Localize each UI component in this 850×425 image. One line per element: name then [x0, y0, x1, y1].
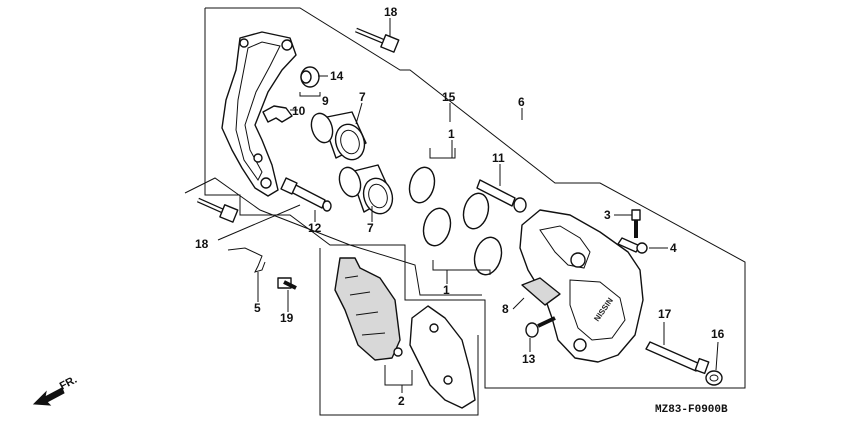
callout-1-lower: 1 — [443, 283, 450, 297]
callout-7-upper: 7 — [359, 90, 366, 104]
brake-pad-front — [334, 257, 403, 361]
bolt-18-left — [196, 197, 239, 223]
caliper-bracket — [221, 31, 297, 197]
callout-12: 12 — [308, 221, 322, 235]
pin-12 — [280, 177, 332, 212]
group-outline-6 — [204, 7, 746, 389]
plate-8 — [521, 277, 561, 306]
clip-10 — [262, 105, 293, 123]
callout-16: 16 — [711, 327, 725, 341]
seal-set-lower — [422, 207, 503, 276]
group-outline-15 — [184, 177, 482, 296]
brake-pad-rear — [409, 305, 476, 409]
callout-11: 11 — [492, 151, 505, 165]
callout-19: 19 — [280, 311, 294, 325]
callout-1-upper: 1 — [448, 127, 455, 141]
front-direction-label: FR. — [58, 374, 79, 393]
bleeder-13 — [525, 316, 556, 338]
callout-5: 5 — [254, 301, 261, 315]
group-outline-12 — [217, 204, 301, 241]
spring-5 — [227, 247, 266, 273]
front-direction-indicator: FR. — [32, 374, 79, 406]
bolt-19 — [277, 277, 297, 290]
boot-14 — [300, 66, 320, 88]
callout-18-left: 18 — [195, 237, 209, 251]
pin-17 — [645, 341, 710, 375]
plug-16 — [705, 370, 723, 386]
callout-15: 15 — [442, 90, 456, 104]
callout-9: 9 — [322, 94, 329, 108]
callout-18-top: 18 — [384, 5, 398, 19]
piston-7-upper — [310, 111, 367, 161]
bolt-18-top — [355, 27, 400, 53]
pin-11 — [476, 179, 527, 213]
callout-6: 6 — [518, 95, 525, 109]
cap-4 — [617, 237, 648, 254]
front-arrow-icon — [32, 387, 65, 406]
callout-4: 4 — [670, 241, 677, 255]
callout-7-lower: 7 — [367, 221, 374, 235]
callout-3: 3 — [604, 208, 611, 222]
callout-14: 14 — [330, 69, 344, 83]
seal-set-upper — [408, 166, 490, 230]
bleeder-3 — [631, 209, 641, 238]
callout-10: 10 — [292, 104, 306, 118]
drawing-code: MZ83-F0900B — [655, 404, 728, 416]
callout-8: 8 — [502, 302, 509, 316]
callout-17: 17 — [658, 307, 672, 321]
piston-7-lower — [338, 164, 394, 215]
leader-lines — [257, 18, 719, 393]
callout-2: 2 — [398, 394, 405, 408]
group-outline-2 — [319, 248, 479, 416]
callout-13: 13 — [522, 352, 536, 366]
